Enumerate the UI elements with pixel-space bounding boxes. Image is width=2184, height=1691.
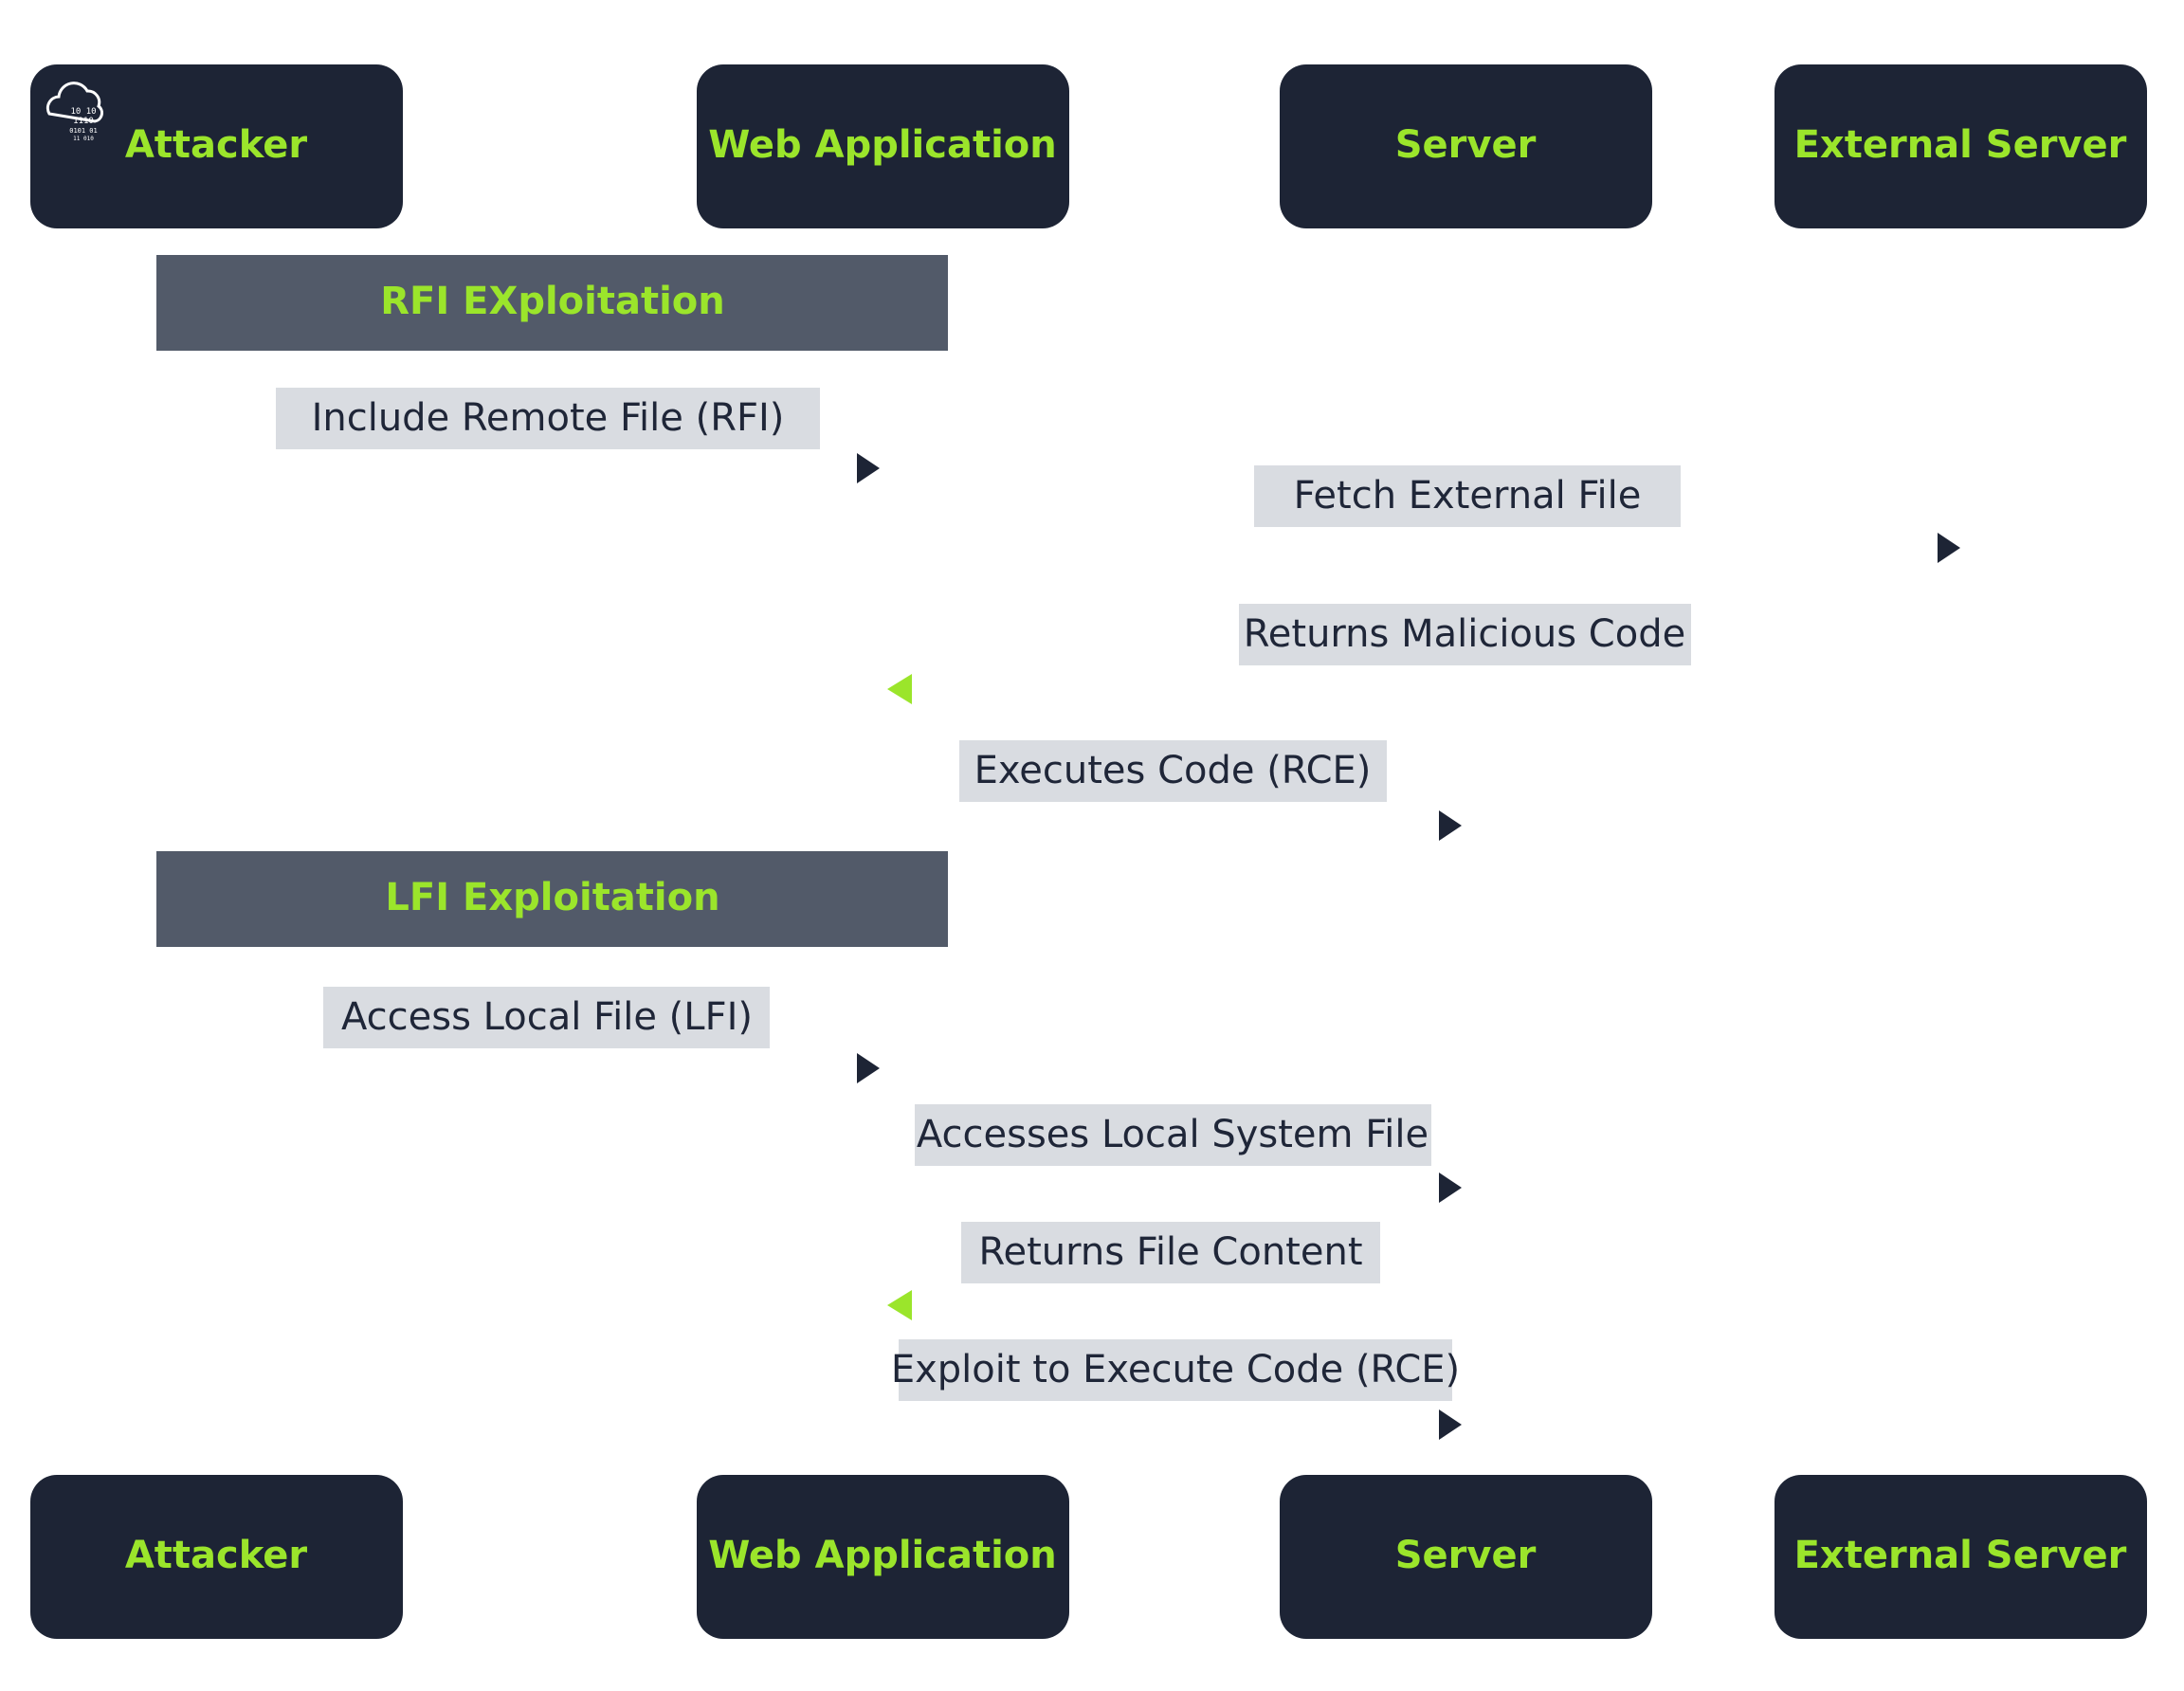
message-returns-file-content: Returns File Content [887, 1222, 1462, 1320]
message-label: Returns File Content [978, 1230, 1362, 1274]
arrowhead [1439, 1409, 1462, 1440]
lifelines [212, 227, 1967, 1474]
participant-label: Attacker [125, 1534, 308, 1577]
cloud-binary-icon: 10 10 1110 0101 01 11 010 [46, 82, 103, 142]
svg-text:1110: 1110 [73, 117, 94, 126]
message-exploit-to-execute-code: Exploit to Execute Code (RCE) [886, 1339, 1462, 1440]
participant-server-bottom: Server [1280, 1475, 1652, 1639]
group-rfi: RFI EXploitation [156, 255, 948, 351]
message-label-bg [915, 1104, 1431, 1166]
message-label: Access Local File (LFI) [341, 995, 753, 1039]
participant-external-top: External Server [1774, 64, 2147, 228]
svg-text:11 010: 11 010 [73, 136, 94, 142]
participant-webapp-top: Web Application [697, 64, 1069, 228]
group-label: LFI Exploitation [385, 876, 719, 919]
arrowhead [1938, 533, 1960, 563]
participant-label: External Server [1794, 123, 2127, 167]
participant-external-bottom: External Server [1774, 1475, 2147, 1639]
message-label-bg [276, 388, 820, 449]
message-label: Returns Malicious Code [1244, 612, 1685, 656]
message-label: Fetch External File [1294, 474, 1642, 518]
svg-text:0101 01: 0101 01 [69, 127, 98, 135]
group-lfi: LFI Exploitation [156, 851, 948, 947]
participant-attacker-top: Attacker [30, 64, 403, 228]
participant-label: Web Application [708, 1534, 1057, 1577]
message-accesses-local-system-file: Accesses Local System File [886, 1104, 1462, 1203]
participant-label: Server [1395, 1534, 1537, 1577]
message-label-bg [961, 1222, 1380, 1283]
message-label: Executes Code (RCE) [974, 749, 1372, 792]
participant-label: Attacker [125, 123, 308, 167]
message-include-remote-file: Include Remote File (RFI) [220, 388, 880, 483]
arrowhead [887, 1290, 912, 1320]
participant-webapp-bottom: Web Application [697, 1475, 1069, 1639]
message-label-bg [899, 1339, 1452, 1401]
participant-server-top: Server [1280, 64, 1652, 228]
message-label-bg [1254, 465, 1681, 527]
message-label: Include Remote File (RFI) [312, 396, 785, 440]
message-label: Exploit to Execute Code (RCE) [891, 1348, 1460, 1391]
messages: Include Remote File (RFI) Fetch External… [220, 388, 1960, 1440]
arrowhead [1439, 1173, 1462, 1203]
participant-label: Server [1395, 123, 1537, 167]
participant-attacker-bottom: Attacker [30, 1475, 403, 1639]
message-label-bg [1239, 604, 1691, 665]
participants-top: Attacker Web Application Server External… [30, 64, 2147, 228]
participant-label: External Server [1794, 1534, 2127, 1577]
participant-label: Web Application [708, 123, 1057, 167]
message-access-local-file: Access Local File (LFI) [220, 987, 880, 1083]
message-executes-code: Executes Code (RCE) [886, 740, 1462, 841]
message-returns-malicious-code: Returns Malicious Code [887, 604, 1960, 704]
participants-bottom: Attacker Web Application Server External… [30, 1475, 2147, 1639]
arrowhead [1439, 810, 1462, 841]
group-label: RFI EXploitation [380, 280, 725, 323]
message-fetch-external-file: Fetch External File [886, 465, 1960, 563]
message-label-bg [323, 987, 770, 1048]
arrowhead [857, 453, 880, 483]
message-label: Accesses Local System File [917, 1113, 1429, 1156]
arrowhead [857, 1053, 880, 1083]
groups: RFI EXploitation LFI Exploitation [156, 255, 948, 947]
message-label-bg [959, 740, 1387, 802]
arrowhead [887, 674, 912, 704]
svg-text:10 10: 10 10 [70, 107, 96, 117]
